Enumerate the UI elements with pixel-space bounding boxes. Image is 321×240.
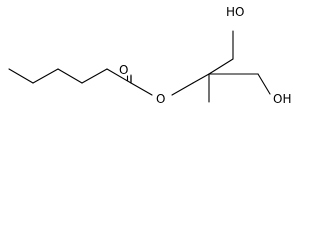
hydroxyl-top-label: HO — [226, 5, 244, 19]
bond-ch2-right-oh — [257, 73, 271, 95]
bond-c4-c3 — [57, 68, 83, 84]
neopentyl-core — [192, 30, 271, 103]
chemical-structure-diagram: O O HO OH — [8, 5, 291, 106]
bond-c5-c4 — [32, 68, 59, 84]
bond-c3-c2 — [81, 68, 108, 84]
bond-c1-ester-oxygen — [130, 82, 153, 96]
hexanoyl-chain — [8, 68, 132, 84]
bond-quaternary-ch2-top — [208, 58, 234, 75]
bond-ch2-quaternary — [192, 73, 210, 84]
bond-c6-c5 — [8, 68, 34, 84]
hydroxyl-right-label: OH — [273, 92, 291, 106]
carbonyl-oxygen-label: O — [119, 63, 128, 77]
ester-oxygen-label: O — [156, 92, 165, 106]
bond-ester-oxygen-ch2 — [171, 82, 194, 96]
